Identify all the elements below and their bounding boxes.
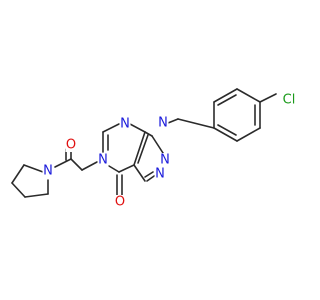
bond [81,161,98,171]
atom-label-n: N [43,164,53,179]
bond [217,124,237,136]
atom-label-n: N [158,116,168,131]
atom-background [65,138,77,152]
atom-label-n: N [98,153,108,168]
atom-n_ring: N [97,153,109,168]
bond [177,118,215,129]
bond [144,171,154,178]
bond [144,131,153,137]
atom-background [157,116,169,130]
bond [217,94,237,106]
bond-layer [11,88,277,198]
atom-label-cl: Cl [283,93,296,108]
bond [54,158,72,168]
bond [213,127,238,142]
bond [23,164,44,173]
bond [167,118,179,124]
atom-n_pyrrolidine: N [42,164,54,179]
atom-label-n: N [155,167,165,182]
atom-label-o: O [115,195,125,210]
atom-n_triazole_1: N [159,153,171,168]
atom-background [119,117,131,131]
bond [133,131,146,166]
bond [236,127,261,142]
atom-n_triazole_2: N [154,167,166,182]
bond [236,88,261,103]
bond [151,135,164,154]
bond [24,193,49,198]
atom-background [280,93,298,107]
bond [11,182,26,198]
bond [102,123,120,133]
bond [259,93,277,103]
bond [118,164,135,173]
atom-n_pyrimidine: N [119,117,131,132]
bond [213,88,238,103]
atom-label-n: N [160,153,170,168]
atom-background [159,153,171,167]
atom-cl: Cl [280,93,298,108]
atom-background [97,153,109,167]
atom-o_amide: O [65,138,77,153]
atom-background [42,164,54,178]
atom-label-o: O [66,138,76,153]
atom-background [114,195,126,209]
bond [11,164,25,184]
atom-background [154,167,166,181]
bond [108,165,120,173]
bond [70,158,83,171]
atom-n_benzyl: N [157,116,169,131]
bond [129,123,146,133]
bond [133,164,146,182]
bond [137,134,149,164]
atom-o_ketone: O [114,195,126,210]
atom-label-n: N [120,117,130,132]
